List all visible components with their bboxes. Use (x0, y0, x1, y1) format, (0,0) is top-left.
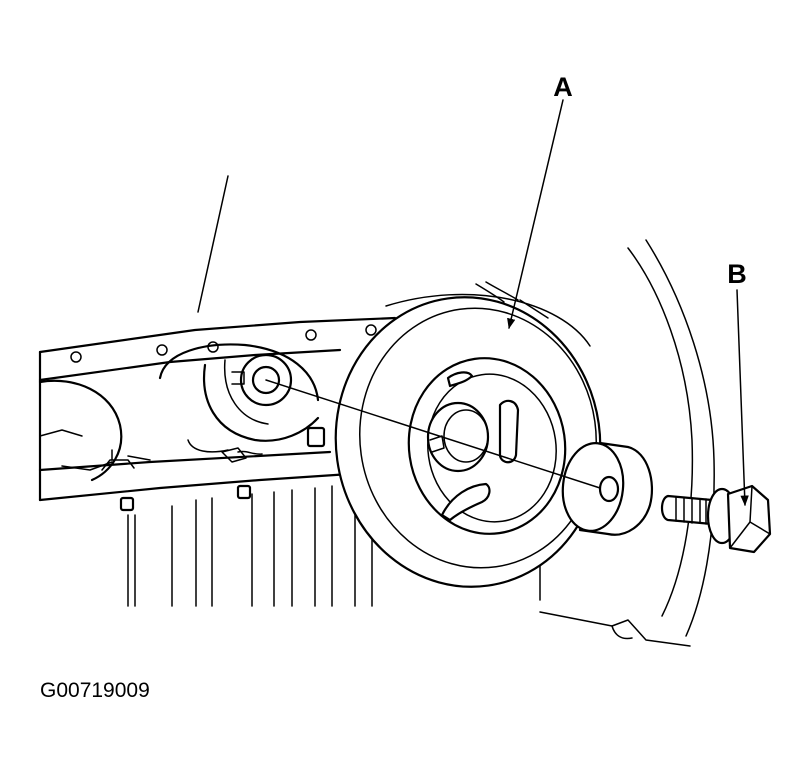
bolt-holes (70, 324, 377, 363)
washer (561, 441, 654, 536)
leader-a (507, 99, 564, 330)
engine-block (38, 175, 397, 607)
crankshaft-pulley (334, 281, 602, 588)
figure-id: G00719009 (40, 679, 150, 702)
wheel-well-outline (539, 239, 715, 647)
leader-b (736, 289, 749, 507)
crankshaft-pulley-bolt (660, 484, 772, 554)
assembly-centerline (265, 379, 601, 489)
oil-pan-ribs (127, 481, 373, 607)
callout-a-label: A (553, 72, 573, 102)
callout-b-label: B (727, 259, 747, 289)
